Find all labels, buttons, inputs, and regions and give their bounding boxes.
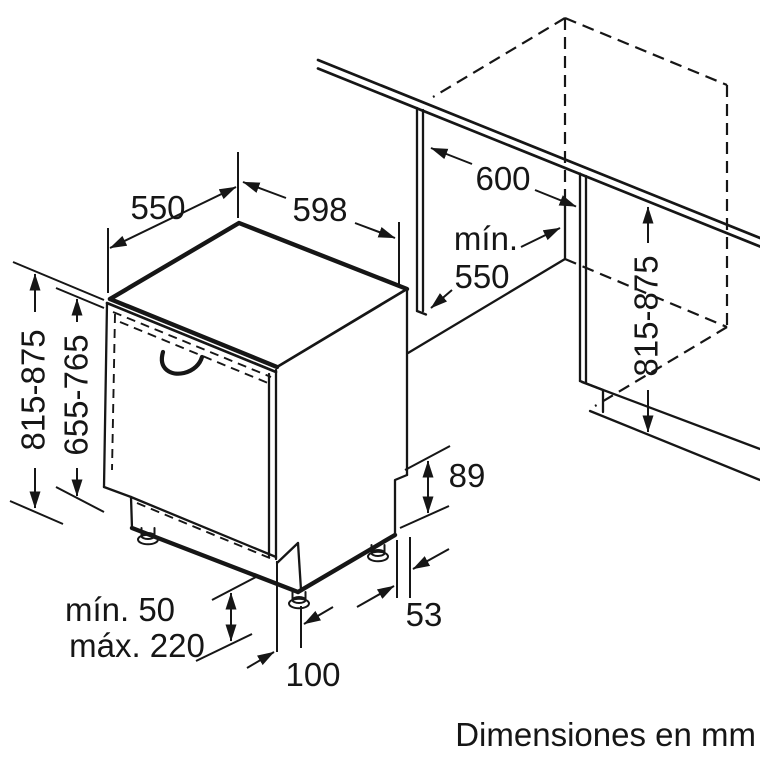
left-side-panel xyxy=(415,106,428,316)
dim-top-width-label: 598 xyxy=(292,191,347,228)
dishwasher-door xyxy=(102,301,278,561)
dim-niche-width-label: 600 xyxy=(475,160,530,197)
front-foot-icon xyxy=(288,591,310,610)
dim-door-panel-height: 655-765 xyxy=(55,287,105,513)
dim-niche-height: 815-875 xyxy=(628,207,665,433)
dim-door-panel-height-label: 655-765 xyxy=(58,334,95,455)
dim-top-depth-label: 550 xyxy=(130,189,185,226)
floor-lines xyxy=(580,380,760,482)
dishwasher-top-face xyxy=(107,220,410,370)
countertop xyxy=(316,58,760,248)
dim-niche-depth-label-line1: mín. xyxy=(454,220,518,257)
dim-plinth-clearance-min-label: mín. 50 xyxy=(65,591,175,628)
niche-dashed-outline xyxy=(432,16,729,407)
dim-rear-offset-label: 53 xyxy=(406,596,443,633)
dim-niche-height-label: 815-875 xyxy=(628,255,665,376)
dishwasher-base xyxy=(129,287,409,595)
dim-rear-plinth-label: 89 xyxy=(449,457,486,494)
dim-top-width: 598 xyxy=(242,181,400,285)
dim-top-depth: 550 xyxy=(107,152,239,293)
dim-niche-depth-label-line2: 550 xyxy=(454,258,509,295)
dim-plinth-depth-label: 100 xyxy=(285,656,340,693)
units-caption: Dimensiones en mm xyxy=(455,716,756,753)
dim-rear-plinth: 89 xyxy=(399,445,486,529)
rear-foot-icon xyxy=(367,544,389,563)
dim-plinth-depth: 100 xyxy=(246,561,341,693)
dishwasher xyxy=(102,220,410,610)
dim-niche-width: 600 xyxy=(430,147,577,208)
left-foot-icon xyxy=(137,527,159,546)
dim-appliance-height: 815-875 xyxy=(9,261,105,525)
niche-inner-corner xyxy=(406,198,567,355)
dim-plinth-clearance: mín. 50 máx. 220 xyxy=(65,576,257,664)
dim-plinth-clearance-max-label: máx. 220 xyxy=(69,627,205,664)
dim-rear-offset: 53 xyxy=(356,537,450,633)
door-handle-icon xyxy=(159,349,205,376)
adjustable-feet xyxy=(137,527,389,610)
dim-niche-depth: mín. 550 xyxy=(430,220,561,309)
right-side-panel xyxy=(578,172,605,414)
dim-appliance-height-label: 815-875 xyxy=(15,329,52,450)
